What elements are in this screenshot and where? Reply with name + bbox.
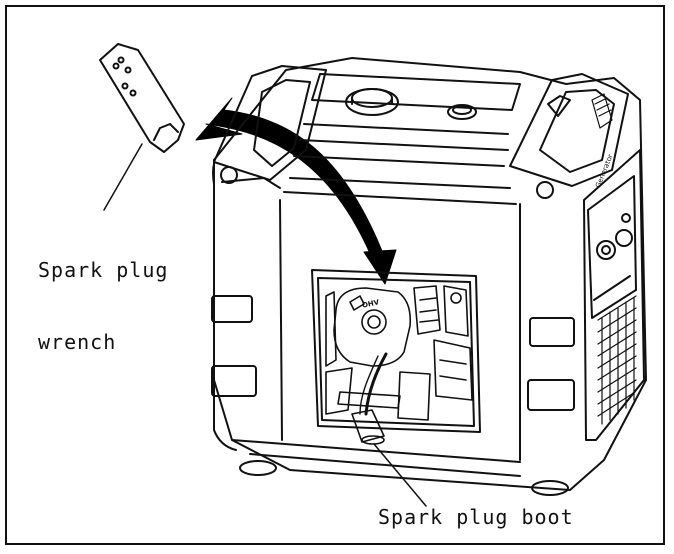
- wrench-label-line-2: wrench: [38, 330, 117, 354]
- spark-plug-wrench-label: Spark plug wrench: [38, 210, 168, 378]
- wrench-leader-line: [103, 143, 143, 211]
- insertion-arrow: [195, 97, 397, 285]
- generator-body: [211, 57, 647, 496]
- figure-frame: [5, 5, 665, 545]
- boot-leader-line: [373, 443, 427, 507]
- engine-compartment: [325, 285, 473, 445]
- wrench-label-line-1: Spark plug: [38, 258, 169, 282]
- spark-plug-boot-label: Spark plug boot: [378, 505, 574, 529]
- spark-plug-wrench: [99, 43, 185, 153]
